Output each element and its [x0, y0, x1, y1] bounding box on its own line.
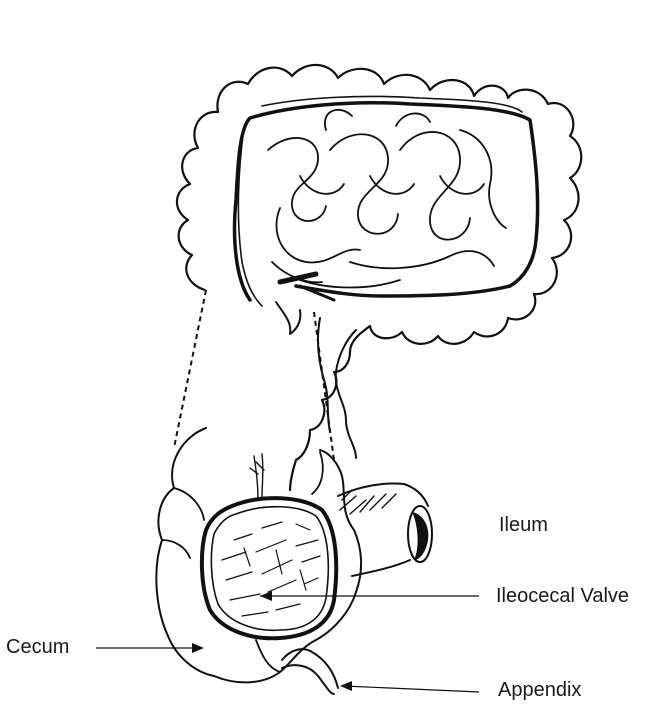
appendix	[282, 649, 338, 694]
appendix-pointer	[344, 686, 479, 692]
zoom-line-right	[314, 312, 334, 460]
large-intestine-overview	[177, 65, 581, 490]
small-intestine-coils	[268, 110, 506, 288]
ileum-label: Ileum	[499, 514, 548, 537]
colon-lumen	[235, 103, 538, 300]
cecum-arrowhead	[192, 643, 204, 653]
zoom-line-left	[174, 290, 206, 448]
cecum-label: Cecum	[6, 636, 69, 659]
sigmoid-colon	[336, 330, 356, 458]
appendix-arrowhead	[340, 681, 352, 691]
appendix-label: Appendix	[498, 679, 581, 702]
ileocecal-valve-arrowhead	[260, 591, 272, 601]
cecum-outline	[156, 428, 361, 682]
ileocecal-valve-label: Ileocecal Valve	[496, 585, 629, 608]
